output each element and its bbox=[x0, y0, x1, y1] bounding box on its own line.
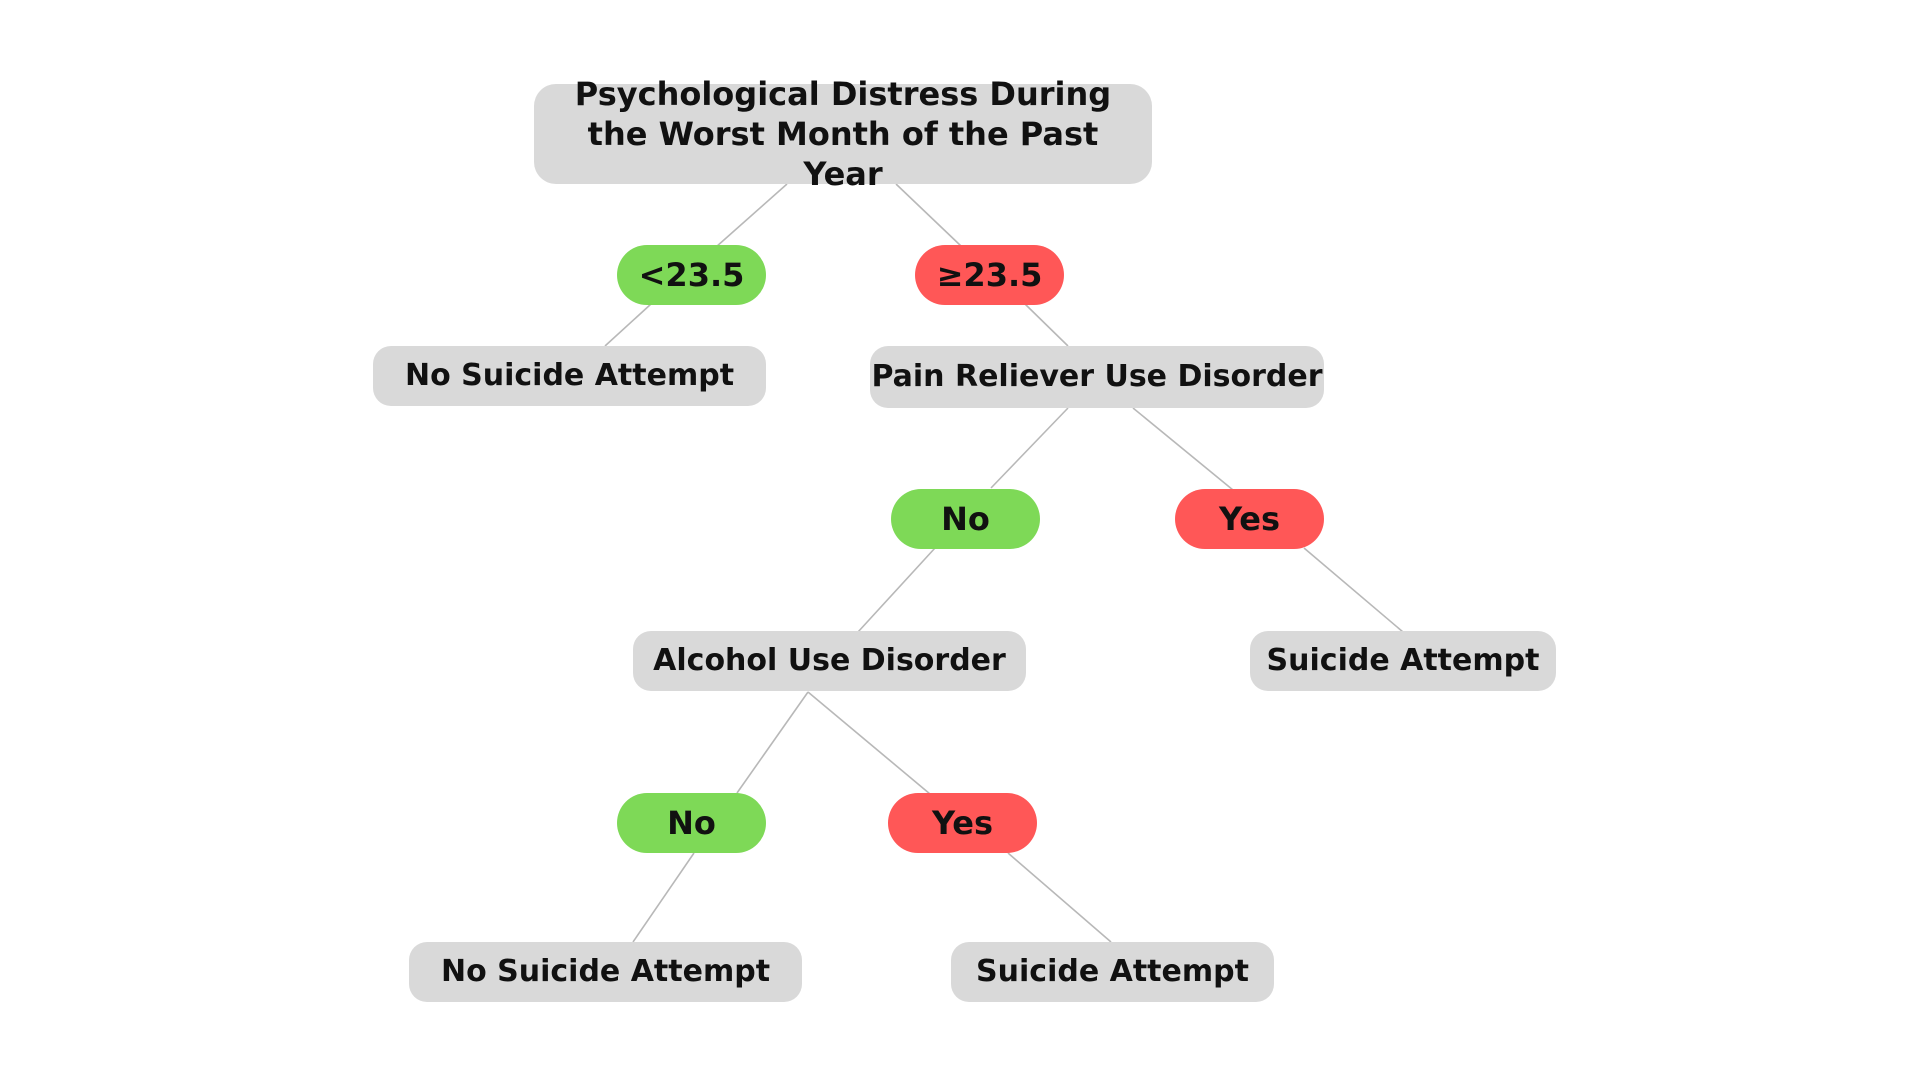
connector-low-to-outcome bbox=[604, 303, 652, 347]
leaf-no-suicide-attempt-low-distress: No Suicide Attempt bbox=[373, 346, 766, 406]
connector-alcohol-to-no bbox=[736, 691, 809, 794]
node-pain-reliever-use-disorder: Pain Reliever Use Disorder bbox=[870, 346, 1324, 408]
connector-pain-to-no bbox=[990, 407, 1069, 489]
branch-distress-high: ≥23.5 bbox=[915, 245, 1064, 305]
connector-alcohol-to-yes bbox=[807, 691, 931, 795]
node-alcohol-use-disorder: Alcohol Use Disorder bbox=[633, 631, 1026, 691]
branch-pain-reliever-yes: Yes bbox=[1175, 489, 1324, 549]
leaf-suicide-attempt-alcohol-yes: Suicide Attempt bbox=[951, 942, 1274, 1002]
connector-pain-yes-to-outcome bbox=[1303, 547, 1404, 633]
leaf-suicide-attempt-pain-reliever: Suicide Attempt bbox=[1250, 631, 1556, 691]
branch-pain-reliever-no: No bbox=[891, 489, 1040, 549]
connector-alcohol-yes-to-outcome bbox=[1007, 852, 1112, 943]
branch-distress-low: <23.5 bbox=[617, 245, 766, 305]
root-node-psychological-distress: Psychological Distress During the Worst … bbox=[534, 75, 1152, 193]
leaf-no-suicide-attempt-alcohol-no: No Suicide Attempt bbox=[409, 942, 802, 1002]
connector-pain-to-yes bbox=[1132, 407, 1234, 491]
connector-root-to-low bbox=[715, 183, 788, 248]
branch-alcohol-no: No bbox=[617, 793, 766, 853]
branch-alcohol-yes: Yes bbox=[888, 793, 1037, 853]
connector-root-to-high bbox=[895, 183, 962, 247]
connector-high-to-pain bbox=[1024, 303, 1069, 347]
connector-pain-no-to-alcohol bbox=[857, 547, 936, 633]
connector-alcohol-no-to-outcome bbox=[632, 852, 695, 943]
